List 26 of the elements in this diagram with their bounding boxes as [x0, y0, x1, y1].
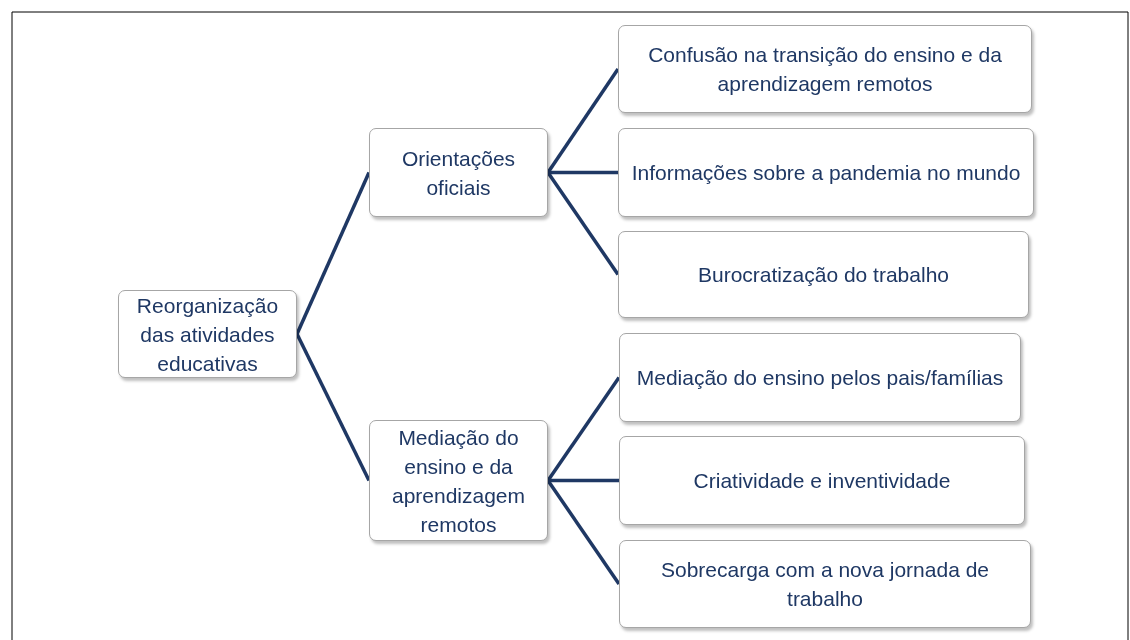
topic-box [118, 290, 297, 378]
box-label: Burocratização do trabalho [698, 262, 949, 288]
topic-box [369, 128, 548, 217]
box-label: Orientações oficiais [400, 145, 517, 201]
topic-box [618, 128, 1034, 217]
box-label: Informações sobre a pandemia no mundo [631, 160, 1021, 186]
box-label: Criatividade e inventividade [693, 468, 951, 494]
connector-line [295, 333, 371, 482]
box-label: Mediação do ensino pelos pais/famílias [636, 365, 1004, 391]
connector-line [548, 170, 618, 175]
connector-line [546, 479, 621, 585]
connector-line [546, 376, 621, 482]
connector-line [546, 171, 620, 276]
topic-box [618, 231, 1029, 318]
topic-box [369, 420, 548, 541]
box-label: Confusão na transição do ensino e da aprendizagem remotos [647, 42, 1003, 97]
connector-line [548, 478, 619, 483]
connector-line [295, 171, 371, 335]
box-label: Mediação do ensino e da aprendizagem remotos [390, 424, 527, 538]
topic-box [619, 333, 1021, 422]
topic-box [618, 25, 1032, 113]
topic-box [619, 436, 1025, 525]
box-label: Sobrecarga com a nova jornada de trabalho [659, 557, 990, 612]
box-label: Reorganização das atividades educativas [135, 292, 280, 377]
topic-box [619, 540, 1031, 628]
connector-line [546, 68, 620, 174]
